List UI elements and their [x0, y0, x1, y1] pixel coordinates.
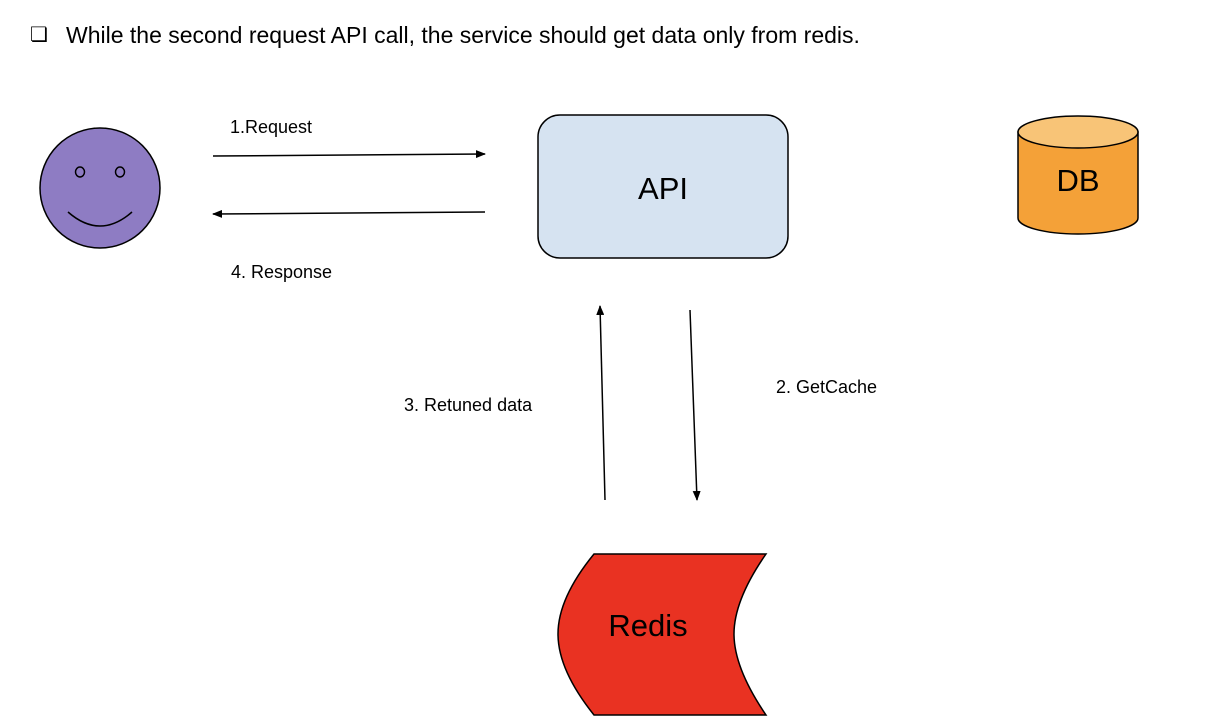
response-label: 4. Response	[231, 262, 333, 282]
redis-node	[557, 553, 768, 716]
requirement-text: While the second request API call, the s…	[66, 22, 860, 48]
db-label: DB	[1056, 163, 1100, 198]
getcache-label: 2. GetCache	[776, 377, 878, 397]
request-arrow	[212, 150, 486, 159]
request-label: 1.Request	[230, 117, 313, 137]
user-smiley-icon	[39, 127, 161, 249]
redis-label: Redis	[608, 608, 688, 643]
requirement-bullet: ❏ While the second request API call, the…	[30, 20, 860, 50]
getcache-arrow	[689, 309, 701, 501]
returned-data-arrow	[596, 305, 606, 501]
api-node	[537, 114, 789, 259]
checkbox-icon: ❏	[30, 24, 48, 46]
db-cylinder-icon	[1017, 115, 1139, 235]
returned-data-label: 3. Retuned data	[404, 395, 533, 415]
api-label: API	[638, 171, 688, 206]
response-arrow	[212, 209, 486, 218]
